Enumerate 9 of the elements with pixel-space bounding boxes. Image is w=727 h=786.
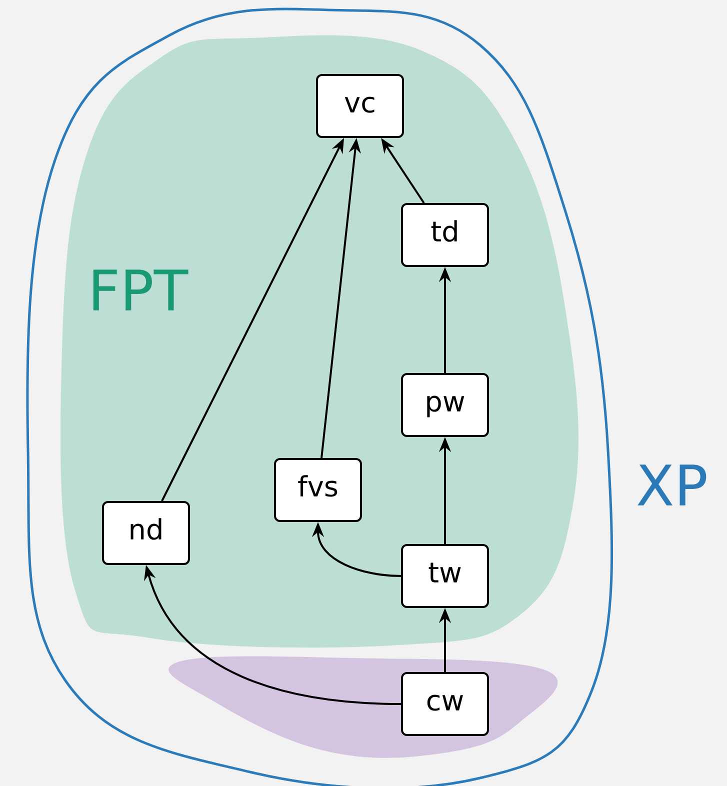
- region-label: FPT: [93, 270, 188, 310]
- node-box: td: [401, 203, 489, 267]
- node-box: tw: [401, 544, 489, 608]
- node-box: nd: [102, 501, 190, 565]
- node-box: fvs: [274, 458, 362, 522]
- region-label: XP: [638, 464, 706, 506]
- node-box: vc: [316, 74, 404, 138]
- node-box: pw: [401, 373, 489, 437]
- node-box: cw: [401, 672, 489, 736]
